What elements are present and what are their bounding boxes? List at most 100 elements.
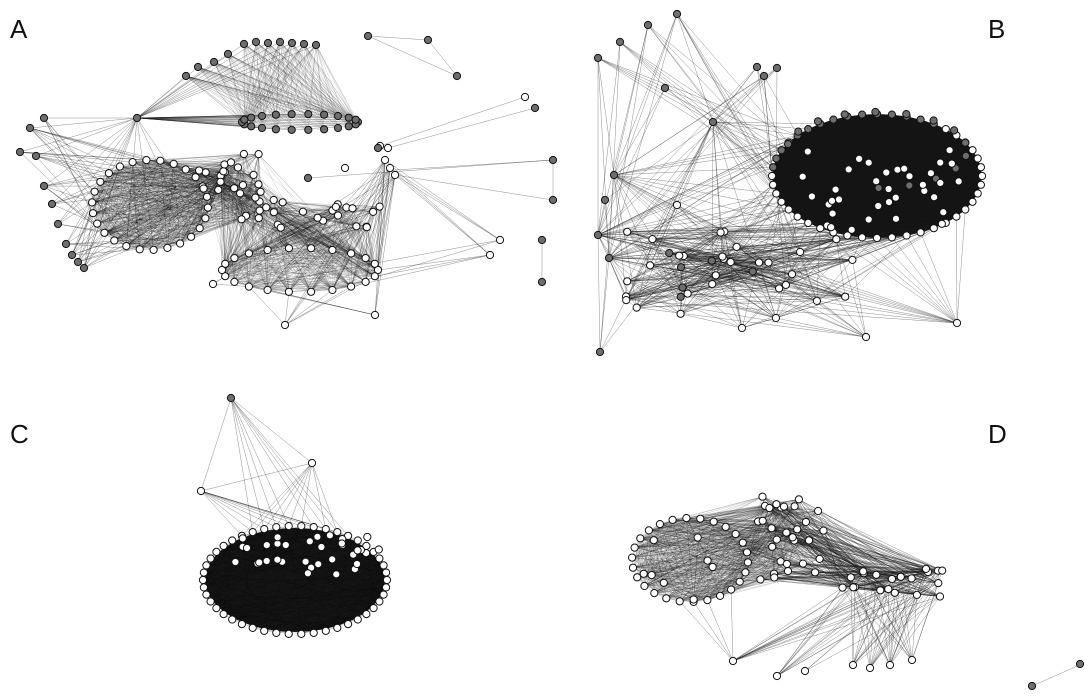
network-node-white bbox=[352, 559, 362, 569]
network-edge bbox=[291, 42, 349, 118]
network-node-grey bbox=[299, 39, 309, 49]
network-edge bbox=[160, 160, 259, 219]
network-edge bbox=[227, 53, 356, 120]
network-node-white bbox=[872, 570, 881, 579]
network-node-white bbox=[135, 245, 144, 254]
network-edge bbox=[109, 162, 133, 235]
network-edge bbox=[179, 181, 221, 244]
network-edge bbox=[114, 160, 161, 241]
network-edge bbox=[104, 219, 140, 233]
network-edge bbox=[104, 184, 134, 233]
network-edge bbox=[273, 212, 366, 283]
network-edge bbox=[114, 219, 141, 241]
network-edge bbox=[136, 115, 339, 119]
network-edge bbox=[136, 214, 165, 223]
network-edge bbox=[693, 601, 734, 662]
network-edge bbox=[322, 220, 375, 277]
network-node-white bbox=[242, 543, 252, 553]
network-node-grey bbox=[79, 263, 89, 273]
network-edge bbox=[94, 191, 206, 219]
network-node-white bbox=[201, 214, 210, 223]
network-node-white bbox=[284, 244, 293, 253]
network-edge bbox=[245, 154, 259, 216]
network-node-white bbox=[934, 579, 943, 588]
network-edge bbox=[202, 184, 259, 187]
network-node-white bbox=[309, 628, 318, 638]
network-node-white bbox=[199, 184, 208, 193]
network-edge bbox=[108, 160, 161, 174]
network-edge bbox=[213, 61, 292, 115]
network-node-white bbox=[976, 163, 986, 172]
network-node-white bbox=[771, 313, 781, 323]
network-edge bbox=[920, 232, 958, 324]
network-edge bbox=[136, 43, 305, 119]
network-node-white bbox=[382, 583, 391, 592]
network-edge bbox=[244, 43, 305, 120]
network-edge bbox=[136, 219, 141, 223]
network-edge bbox=[167, 169, 186, 248]
network-edge bbox=[205, 172, 256, 198]
network-edge bbox=[35, 117, 138, 157]
network-edge bbox=[139, 160, 161, 220]
network-node-white bbox=[163, 243, 172, 252]
network-node-white bbox=[834, 195, 844, 204]
network-edge bbox=[92, 167, 239, 214]
network-node-white bbox=[864, 215, 873, 224]
network-edge bbox=[104, 217, 259, 233]
network-edge bbox=[337, 215, 352, 287]
network-edge bbox=[109, 184, 134, 235]
network-edge bbox=[104, 153, 259, 233]
network-node-white bbox=[676, 309, 685, 318]
network-edge bbox=[126, 243, 181, 247]
network-edge bbox=[83, 223, 98, 269]
network-node-white bbox=[628, 563, 638, 572]
network-node-grey bbox=[39, 181, 49, 191]
network-edge bbox=[71, 207, 208, 256]
network-edge bbox=[126, 196, 208, 247]
network-edge bbox=[139, 219, 181, 244]
network-node-white bbox=[110, 236, 119, 245]
network-node-white bbox=[361, 254, 370, 263]
network-node-white bbox=[212, 547, 221, 557]
network-edge bbox=[109, 222, 137, 235]
network-node-white bbox=[485, 250, 495, 260]
network-edge bbox=[267, 42, 356, 125]
network-edge bbox=[146, 159, 243, 186]
network-edge bbox=[199, 170, 260, 202]
network-edge bbox=[139, 170, 200, 250]
network-node-white bbox=[793, 525, 802, 534]
network-node-white bbox=[362, 610, 371, 619]
network-edge bbox=[94, 191, 260, 202]
network-edge bbox=[367, 35, 429, 41]
network-edge bbox=[91, 161, 133, 203]
network-edge bbox=[108, 173, 176, 188]
network-edge bbox=[114, 207, 171, 241]
network-node-white bbox=[199, 568, 208, 577]
network-edge bbox=[114, 171, 226, 241]
network-edge bbox=[185, 75, 339, 117]
network-edge bbox=[132, 184, 141, 220]
network-node-white bbox=[968, 197, 977, 206]
network-edge bbox=[108, 173, 221, 176]
network-edge bbox=[647, 24, 777, 159]
network-node-white bbox=[887, 574, 897, 584]
network-node-white bbox=[239, 149, 248, 159]
network-edge bbox=[92, 202, 140, 220]
network-edge bbox=[114, 189, 219, 241]
network-edge bbox=[332, 226, 357, 251]
network-edge bbox=[119, 166, 181, 244]
network-edge bbox=[108, 173, 169, 208]
network-node-white bbox=[195, 224, 204, 233]
network-edge bbox=[132, 161, 241, 194]
network-node-white bbox=[632, 303, 641, 312]
network-edge bbox=[365, 211, 374, 259]
network-edge bbox=[597, 41, 621, 236]
network-edge bbox=[153, 172, 206, 251]
network-edge bbox=[179, 171, 224, 244]
network-edge bbox=[136, 169, 186, 223]
network-edge bbox=[167, 175, 221, 249]
network-node-white bbox=[859, 567, 868, 576]
network-node-white bbox=[768, 542, 777, 551]
network-edge bbox=[126, 189, 219, 247]
network-edge bbox=[153, 160, 161, 250]
